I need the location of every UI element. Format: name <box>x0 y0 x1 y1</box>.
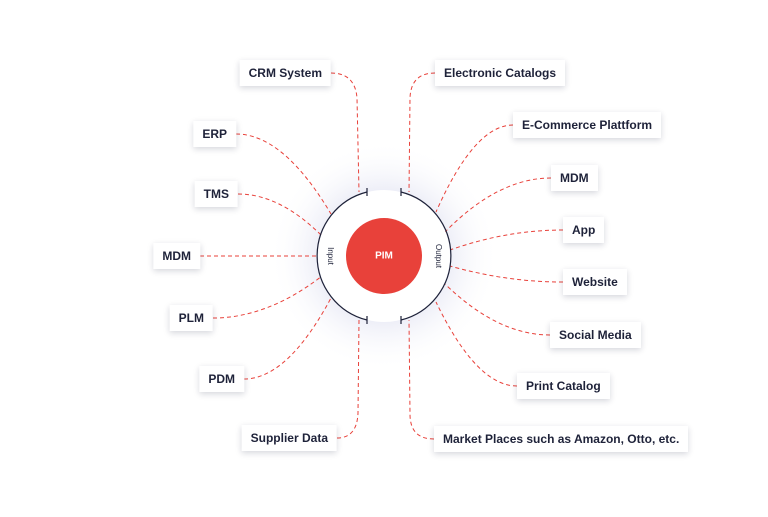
output-connector-market-places <box>408 319 435 440</box>
output-node-e-commerce-plattform: E-Commerce Plattform <box>513 112 662 138</box>
output-connector-website <box>449 265 564 283</box>
output-connector-print-catalog <box>435 301 518 387</box>
input-connector-pdm <box>243 297 332 380</box>
output-connector-e-commerce-plattform <box>435 124 514 213</box>
input-arc <box>316 191 368 321</box>
output-connector-mdm <box>444 177 552 233</box>
output-connector-app <box>449 229 564 251</box>
input-node-supplier-data: Supplier Data <box>241 425 337 451</box>
input-node-mdm: MDM <box>153 243 200 269</box>
connector-lines <box>199 72 564 440</box>
output-arc <box>400 191 452 321</box>
input-connector-tms <box>237 193 323 237</box>
output-node-electronic-catalogs: Electronic Catalogs <box>435 60 566 86</box>
input-connector-erp <box>235 133 332 215</box>
input-node-erp: ERP <box>193 121 236 147</box>
pim-label: PIM <box>375 251 393 262</box>
output-node-print-catalog: Print Catalog <box>517 373 610 399</box>
output-connector-electronic-catalogs <box>408 72 436 193</box>
output-node-social-media: Social Media <box>550 322 641 348</box>
input-node-crm-system: CRM System <box>239 60 331 86</box>
output-node-app: App <box>563 217 605 243</box>
output-label: Output <box>434 244 443 269</box>
output-node-website: Website <box>563 269 627 295</box>
output-node-mdm: MDM <box>551 165 598 191</box>
pim-core <box>346 218 422 294</box>
input-node-tms: TMS <box>194 181 238 207</box>
input-label: Input <box>326 247 335 266</box>
output-node-market-places: Market Places such as Amazon, Otto, etc. <box>434 426 689 452</box>
input-node-pdm: PDM <box>199 366 244 392</box>
input-connector-crm-system <box>330 72 360 193</box>
input-connector-supplier-data <box>336 319 360 439</box>
input-node-plm: PLM <box>169 305 213 331</box>
